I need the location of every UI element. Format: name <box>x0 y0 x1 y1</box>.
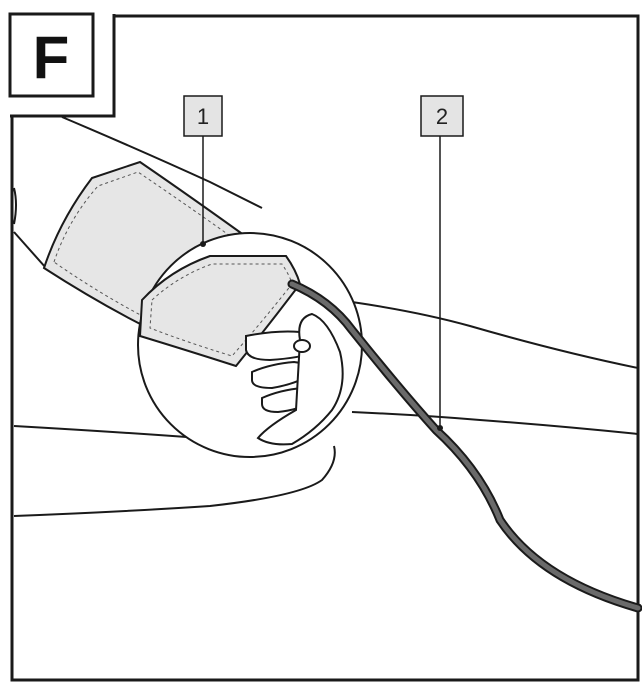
air-tube-inner <box>289 281 641 611</box>
arm-lower-edge <box>13 231 47 269</box>
detail-cuff <box>138 255 302 368</box>
callout-1: 1 <box>183 95 223 247</box>
forearm-upper-edge <box>351 301 639 369</box>
callout-2: 2 <box>420 95 464 431</box>
callout-2-number: 2 <box>436 104 448 129</box>
forearm-lower-edge <box>351 411 639 435</box>
arm-left-stub <box>13 187 17 225</box>
wrist-line <box>13 445 336 517</box>
callout-1-number: 1 <box>197 104 209 129</box>
outer-frame <box>10 14 640 682</box>
panel-label-tab: F <box>8 12 116 118</box>
panel-letter: F <box>33 24 70 91</box>
detail-cuff-stitching <box>149 263 293 357</box>
detail-hand <box>245 312 344 446</box>
